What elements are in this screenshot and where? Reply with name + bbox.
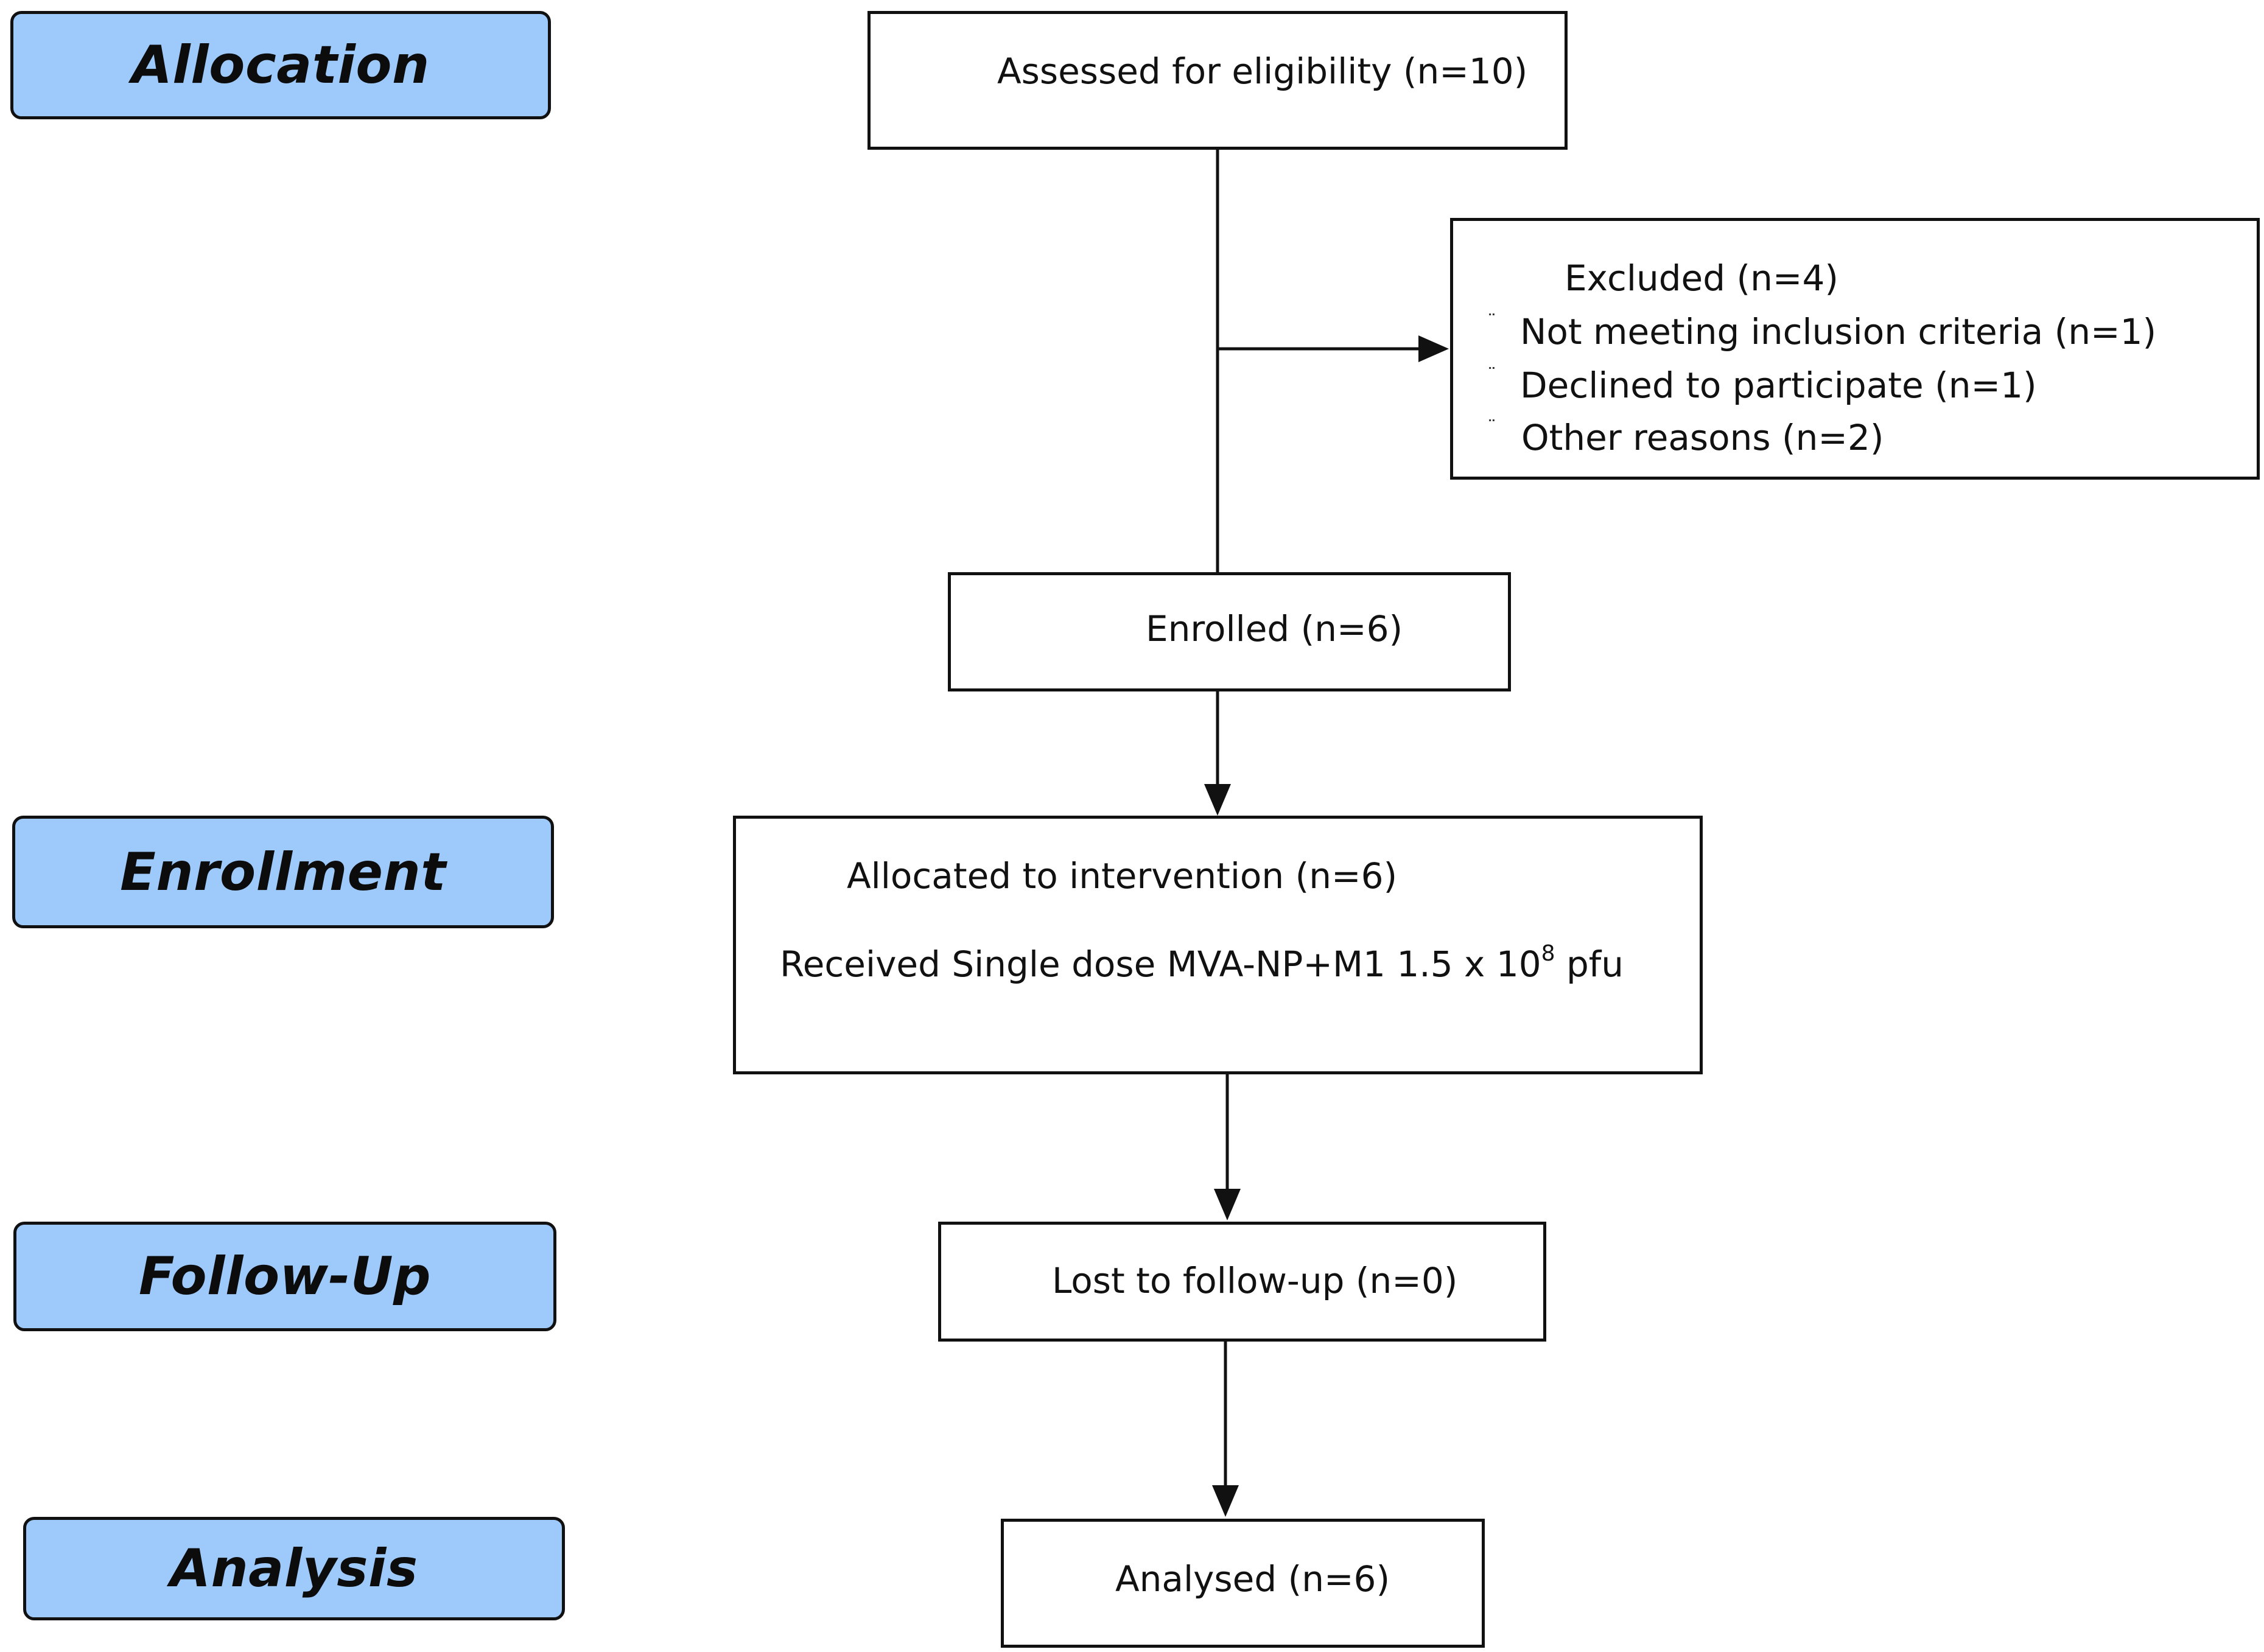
excluded-reason: Declined to participate (n=1) xyxy=(1520,365,2037,406)
bullet-marker: ¨ xyxy=(1487,417,1496,438)
phase-label-enrollment: Enrollment xyxy=(12,816,554,928)
arrowhead-followup xyxy=(1214,1189,1241,1220)
phase-label-allocation: Allocation xyxy=(10,11,551,119)
allocated-box: Allocated to intervention (n=6) Received… xyxy=(733,816,1703,1074)
excluded-reason: Other reasons (n=2) xyxy=(1521,417,1884,458)
phase-label-analysis: Analysis xyxy=(23,1517,565,1620)
assessed-box: Assessed for eligibility (n=10) xyxy=(867,11,1568,150)
lost-to-followup-label: Lost to follow-up (n=0) xyxy=(1052,1260,1458,1301)
analysed-label: Analysed (n=6) xyxy=(1115,1558,1390,1600)
enrolled-box: Enrolled (n=6) xyxy=(948,572,1511,691)
bullet-marker: ¨ xyxy=(1487,365,1496,386)
received-dose-prefix: Received Single dose MVA-NP+M1 1.5 x 10 xyxy=(780,943,1541,985)
lost-to-followup-box: Lost to follow-up (n=0) xyxy=(938,1222,1546,1342)
received-dose-text: Received Single dose MVA-NP+M1 1.5 x 108… xyxy=(780,940,1624,985)
analysed-box: Analysed (n=6) xyxy=(1001,1519,1485,1648)
phase-label-follow-up: Follow-Up xyxy=(13,1222,556,1331)
bullet-marker: ¨ xyxy=(1487,311,1496,332)
received-dose-exponent: 8 xyxy=(1541,940,1555,966)
assessed-label: Assessed for eligibility (n=10) xyxy=(997,51,1528,92)
enrolled-label: Enrolled (n=6) xyxy=(1146,608,1403,649)
allocated-title: Allocated to intervention (n=6) xyxy=(847,855,1398,897)
excluded-title: Excluded (n=4) xyxy=(1565,257,1838,299)
arrowhead-allocated xyxy=(1204,784,1231,816)
excluded-box: Excluded (n=4) ¨ Not meeting inclusion c… xyxy=(1450,218,2260,480)
excluded-reason: Not meeting inclusion criteria (n=1) xyxy=(1520,311,2157,352)
arrowhead-analysed xyxy=(1212,1485,1239,1517)
arrowhead-excluded xyxy=(1418,335,1449,362)
received-dose-suffix: pfu xyxy=(1555,943,1624,985)
